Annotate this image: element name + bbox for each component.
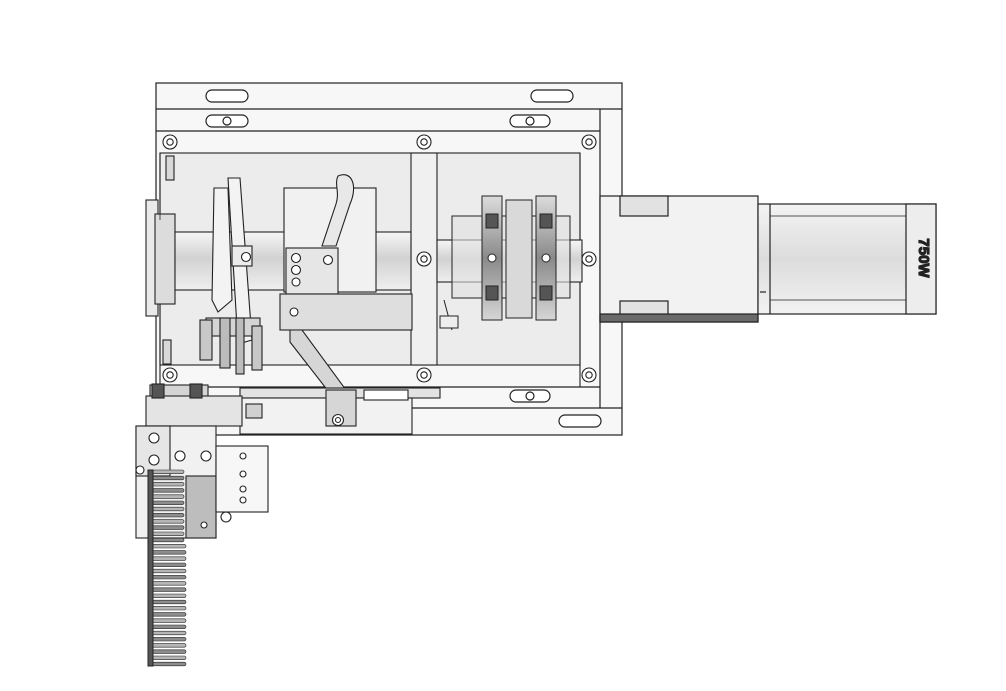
comb-tooth: [149, 469, 185, 474]
comb-tooth: [149, 606, 187, 611]
comb-tooth: [149, 587, 187, 592]
comb-tooth: [149, 550, 187, 555]
slot-hole: [530, 89, 574, 103]
comb-tooth: [149, 537, 185, 543]
motor-power-label: 750W: [915, 238, 932, 278]
screw: [416, 134, 432, 150]
comb-tooth: [149, 661, 187, 667]
comb-tooth: [149, 519, 185, 524]
comb-tooth: [149, 513, 185, 518]
comb-tooth: [149, 655, 187, 660]
comb-tooth: [149, 618, 187, 623]
comb-tooth: [149, 494, 185, 499]
comb-tooth: [149, 500, 185, 505]
comb-tooth: [149, 630, 187, 636]
comb-tooth: [149, 624, 187, 629]
comb-tooth: [149, 637, 187, 642]
screw: [416, 367, 432, 383]
servo-motor: 750W: [599, 195, 937, 323]
screw: [581, 367, 597, 383]
comb-tooth: [149, 475, 185, 481]
slot-hole: [558, 414, 602, 428]
screw: [581, 251, 597, 267]
comb-spine: [147, 469, 154, 667]
comb-tooth: [149, 599, 187, 605]
slot-hole: [205, 89, 249, 103]
comb-tooth: [149, 556, 187, 561]
screw: [162, 367, 178, 383]
comb-tooth: [149, 531, 185, 536]
cam-lever: [199, 177, 263, 375]
comb-tooth: [149, 562, 187, 567]
left-flange: [145, 155, 176, 365]
lever-bracket: [279, 174, 413, 419]
screw: [416, 251, 432, 267]
comb-tooth: [149, 525, 185, 530]
coupling: [439, 195, 571, 331]
comb-tooth: [149, 506, 185, 512]
screws: [162, 134, 597, 383]
comb-tooth: [149, 482, 185, 487]
comb-tooth: [149, 488, 185, 493]
comb-tooth: [149, 593, 187, 598]
comb-tooth: [149, 643, 187, 648]
comb-tooth: [149, 544, 187, 549]
bottom-slide: [239, 387, 441, 435]
screw: [581, 134, 597, 150]
comb-tooth: [149, 649, 187, 654]
comb-tooth: [149, 581, 187, 586]
slot-holes: [205, 89, 602, 428]
comb-teeth: [147, 469, 187, 667]
comb-tooth: [149, 575, 187, 580]
comb-tooth: [149, 568, 187, 574]
comb-tooth: [149, 612, 187, 617]
screw: [162, 134, 178, 150]
